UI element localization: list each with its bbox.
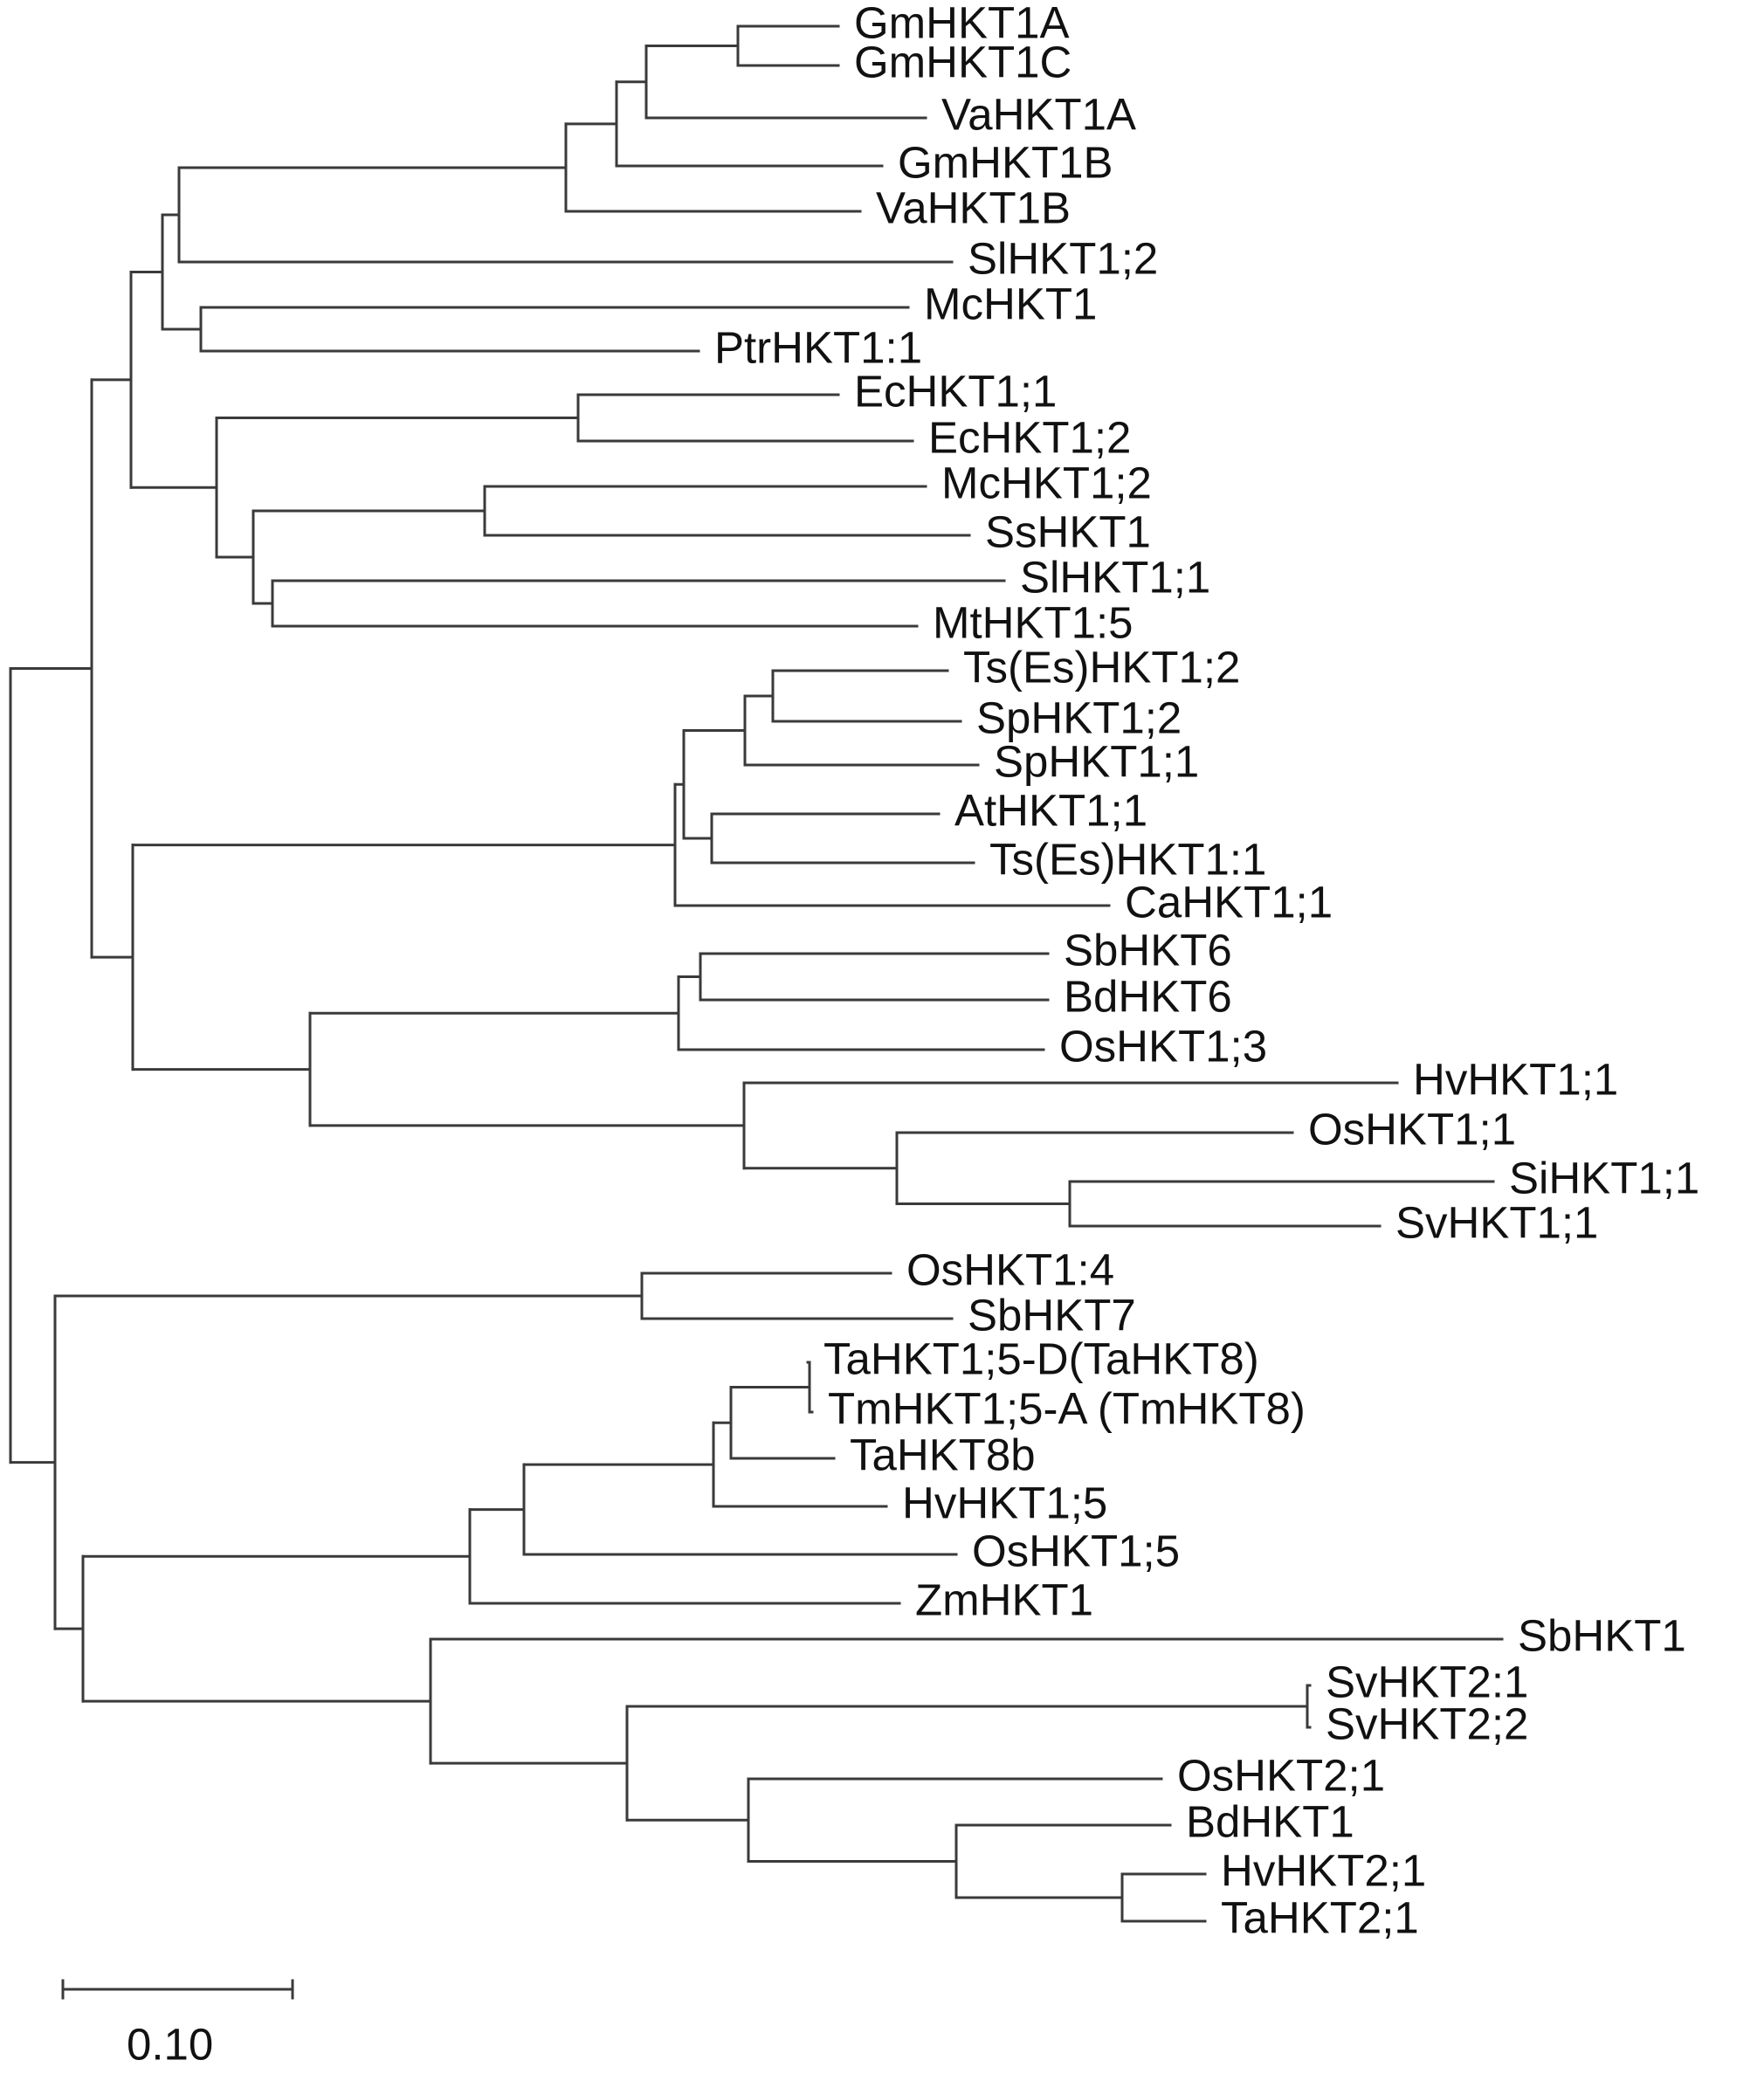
taxon-label-mthkt1-5: MtHKT1:5: [933, 597, 1134, 647]
taxon-labels: GmHKT1AGmHKT1CVaHKT1AGmHKT1BVaHKT1BSlHKT…: [714, 0, 1699, 1942]
scale-bar-label: 0.10: [127, 2019, 213, 2069]
taxon-label-gmhkt1a: GmHKT1A: [854, 0, 1070, 47]
taxon-label-hvhkt2-1: HvHKT2;1: [1221, 1845, 1426, 1895]
taxon-label-svhkt2-1: SvHKT2:1: [1326, 1657, 1528, 1706]
taxon-label-ptrhkt1-1: PtrHKT1:1: [714, 322, 922, 372]
taxon-label-gmhkt1b: GmHKT1B: [898, 137, 1113, 187]
taxon-label-oshkt2-1: OsHKT2;1: [1177, 1750, 1385, 1800]
taxon-label-sbhkt7: SbHKT7: [968, 1290, 1136, 1340]
taxon-label-hvhkt1-1: HvHKT1;1: [1413, 1054, 1618, 1104]
taxon-label-sihkt1-1: SiHKT1;1: [1509, 1153, 1699, 1202]
scale-bar: 0.10: [61, 1979, 294, 2069]
taxon-label-oshkt1-1: OsHKT1;1: [1308, 1104, 1516, 1154]
taxon-label-echkt1-2: EcHKT1;2: [928, 412, 1131, 462]
taxon-label-bdhkt6: BdHKT6: [1064, 971, 1232, 1021]
taxon-label-vahkt1b: VaHKT1B: [876, 183, 1071, 232]
taxon-label-zmhkt1: ZmHKT1: [915, 1574, 1093, 1624]
taxon-label-tahkt8b: TaHKT8b: [850, 1430, 1036, 1479]
taxon-label-svhkt1-1: SvHKT1;1: [1395, 1197, 1598, 1247]
taxon-label-oshkt1-4: OsHKT1:4: [906, 1244, 1114, 1294]
taxon-label-svhkt2-2: SvHKT2;2: [1326, 1698, 1528, 1748]
taxon-label-sshkt1: SsHKT1: [985, 506, 1151, 556]
taxon-label-tmhkt1-5-a-tmhkt8: TmHKT1;5-A (TmHKT8): [828, 1383, 1306, 1433]
taxon-label-sphkt1-1: SpHKT1;1: [994, 736, 1199, 786]
taxon-label-oshkt1-5: OsHKT1;5: [972, 1526, 1180, 1575]
taxon-label-bdhkt1: BdHKT1: [1186, 1796, 1354, 1846]
taxon-label-ts-es-hkt1-1: Ts(Es)HKT1:1: [989, 834, 1266, 884]
taxon-label-echkt1-1: EcHKT1;1: [854, 366, 1057, 416]
taxon-label-slhkt1-2: SlHKT1;2: [968, 233, 1158, 283]
taxon-label-oshkt1-3: OsHKT1;3: [1059, 1021, 1267, 1071]
taxon-label-athkt1-1: AtHKT1;1: [954, 785, 1147, 835]
taxon-label-sbhkt6: SbHKT6: [1064, 925, 1232, 975]
taxon-label-tahkt1-5-d-tahkt8: TaHKT1;5-D(TaHKT8): [823, 1333, 1259, 1383]
taxon-label-sphkt1-2: SpHKT1;2: [976, 692, 1182, 742]
taxon-label-hvhkt1-5: HvHKT1;5: [902, 1478, 1107, 1527]
taxon-label-mchkt1-2: McHKT1;2: [941, 458, 1152, 507]
taxon-label-vahkt1a: VaHKT1A: [941, 89, 1136, 139]
tree-branches: [9, 24, 1504, 1923]
taxon-label-cahkt1-1: CaHKT1;1: [1125, 877, 1333, 927]
taxon-label-sbhkt1: SbHKT1: [1518, 1610, 1686, 1660]
taxon-label-ts-es-hkt1-2: Ts(Es)HKT1;2: [963, 642, 1240, 692]
taxon-label-gmhkt1c: GmHKT1C: [854, 37, 1071, 86]
taxon-label-tahkt2-1: TaHKT2;1: [1221, 1892, 1419, 1942]
taxon-label-mchkt1: McHKT1: [924, 279, 1097, 328]
taxon-label-slhkt1-1: SlHKT1;1: [1020, 552, 1210, 602]
